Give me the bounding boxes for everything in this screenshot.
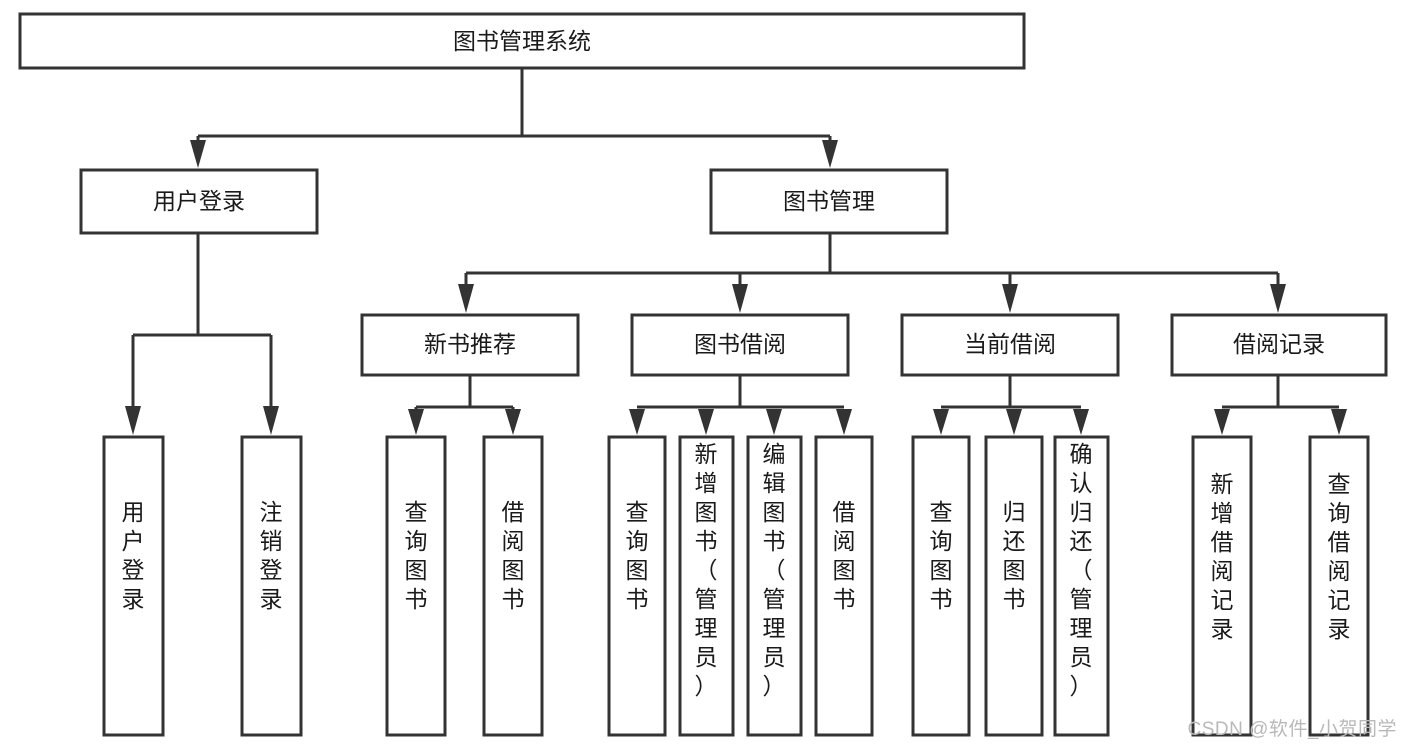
- node-box-root[interactable]: [18, 12, 1026, 70]
- leaf-box-confirm-return-admin[interactable]: [1053, 435, 1110, 737]
- leaf-return-books[interactable]: 归还图书: [984, 435, 1044, 737]
- arrow-head-leaf-add-borrow-record: [1214, 409, 1230, 435]
- leaf-box-borrow-books-1[interactable]: [482, 435, 544, 737]
- arrow-head-leaf-query-books-2: [629, 409, 645, 435]
- arrow-head-leaf-edit-book-admin: [766, 409, 782, 435]
- arrow-head-leaf-borrow-books-2: [836, 409, 852, 435]
- leaf-user-login[interactable]: 用户登录: [102, 435, 165, 737]
- leaf-box-return-books[interactable]: [984, 435, 1044, 737]
- arrow-head-new-book-recommend: [458, 284, 474, 313]
- arrow-head-leaf-return-books: [1006, 409, 1022, 435]
- leaf-box-edit-book-admin[interactable]: [746, 435, 803, 737]
- connector-group-book-management-to-level2: [458, 233, 1286, 313]
- node-box-book-borrow[interactable]: [630, 313, 850, 377]
- leaf-query-books-2[interactable]: 查询图书: [607, 435, 667, 737]
- arrow-head-current-borrow: [1002, 284, 1018, 313]
- connector-group-book-borrow-to-leaves: [629, 375, 852, 435]
- arrow-head-leaf-query-books-1: [408, 409, 424, 435]
- arrow-head-user-login: [190, 140, 206, 168]
- node-label-book-borrow: 图书借阅: [694, 331, 786, 357]
- leaf-query-borrow-record[interactable]: 查询借阅记录: [1308, 435, 1370, 737]
- node-borrow-records[interactable]: 借阅记录: [1170, 313, 1388, 377]
- leaf-add-borrow-record[interactable]: 新增借阅记录: [1191, 435, 1253, 737]
- leaf-box-query-books-1[interactable]: [385, 435, 447, 737]
- leaf-label-user-login: 用户登录: [122, 499, 145, 612]
- leaf-box-add-book-admin[interactable]: [678, 435, 735, 737]
- leaf-label-add-book-admin: 新增图书（管理员）: [695, 441, 718, 699]
- leaf-label-return-books: 归还图书: [1003, 499, 1026, 612]
- leaf-box-user-login[interactable]: [102, 435, 165, 737]
- connector-group-user-login-to-leaves: [125, 233, 279, 435]
- leaf-borrow-books-2[interactable]: 借阅图书: [814, 435, 874, 737]
- node-box-book-management[interactable]: [709, 168, 949, 235]
- leaf-label-query-borrow-record: 查询借阅记录: [1328, 471, 1351, 642]
- node-label-borrow-records: 借阅记录: [1233, 331, 1325, 357]
- node-box-new-book-recommend[interactable]: [360, 313, 580, 377]
- leaf-label-edit-book-admin: 编辑图书（管理员）: [763, 441, 786, 699]
- leaf-label-borrow-books-1: 借阅图书: [502, 499, 525, 612]
- arrow-head-leaf-confirm-return-admin: [1073, 409, 1089, 435]
- arrow-head-book-borrow: [732, 284, 748, 313]
- node-label-current-borrow: 当前借阅: [964, 331, 1056, 357]
- leaf-box-borrow-books-2[interactable]: [814, 435, 874, 737]
- node-current-borrow[interactable]: 当前借阅: [900, 313, 1120, 377]
- leaf-logout-login[interactable]: 注销登录: [240, 435, 303, 737]
- leaf-box-query-books-2[interactable]: [607, 435, 667, 737]
- connector-group-current-borrow-to-leaves: [933, 375, 1089, 435]
- connector-group-root-to-level1: [190, 68, 838, 168]
- leaf-borrow-books-1[interactable]: 借阅图书: [482, 435, 544, 737]
- node-book-management[interactable]: 图书管理: [709, 168, 949, 235]
- connector-group-borrow-records-to-leaves: [1214, 375, 1347, 435]
- leaf-box-logout-login[interactable]: [240, 435, 303, 737]
- leaf-box-add-borrow-record[interactable]: [1191, 435, 1253, 737]
- node-box-user-login[interactable]: [79, 168, 319, 235]
- node-label-root: 图书管理系统: [453, 28, 591, 54]
- node-label-user-login: 用户登录: [153, 188, 245, 214]
- arrow-head-leaf-user-login: [125, 406, 141, 435]
- leaf-box-query-books-3[interactable]: [911, 435, 971, 737]
- arrow-head-leaf-add-book-admin: [698, 409, 714, 435]
- arrow-head-leaf-logout-login: [263, 406, 279, 435]
- leaf-edit-book-admin[interactable]: 编辑图书（管理员）: [746, 435, 803, 737]
- node-book-borrow[interactable]: 图书借阅: [630, 313, 850, 377]
- leaf-label-borrow-books-2: 借阅图书: [833, 499, 856, 612]
- leaf-label-query-books-3: 查询图书: [930, 499, 953, 612]
- node-library-management-system[interactable]: 图书管理系统: [18, 12, 1026, 70]
- connector-group-new-book-recommend-to-leaves: [408, 375, 521, 435]
- leaf-label-logout-login: 注销登录: [260, 499, 283, 612]
- arrow-head-leaf-borrow-books-1: [505, 409, 521, 435]
- arrow-head-leaf-query-books-3: [933, 409, 949, 435]
- node-box-current-borrow[interactable]: [900, 313, 1120, 377]
- leaf-add-book-admin[interactable]: 新增图书（管理员）: [678, 435, 735, 737]
- leaf-label-add-borrow-record: 新增借阅记录: [1211, 471, 1234, 642]
- node-new-book-recommend[interactable]: 新书推荐: [360, 313, 580, 377]
- arrow-head-book-management: [822, 140, 838, 168]
- leaf-label-confirm-return-admin: 确认归还（管理员）: [1070, 441, 1093, 699]
- leaf-query-books-1[interactable]: 查询图书: [385, 435, 447, 737]
- leaf-box-query-borrow-record[interactable]: [1308, 435, 1370, 737]
- node-user-login[interactable]: 用户登录: [79, 168, 319, 235]
- leaf-label-query-books-2: 查询图书: [626, 499, 649, 612]
- arrow-head-leaf-query-borrow-record: [1331, 409, 1347, 435]
- node-label-book-management: 图书管理: [783, 188, 875, 214]
- node-label-new-book-recommend: 新书推荐: [424, 331, 516, 357]
- arrow-head-borrow-records: [1270, 284, 1286, 313]
- leaf-query-books-3[interactable]: 查询图书: [911, 435, 971, 737]
- node-box-borrow-records[interactable]: [1170, 313, 1388, 377]
- leaf-confirm-return-admin[interactable]: 确认归还（管理员）: [1053, 435, 1110, 737]
- leaf-label-query-books-1: 查询图书: [405, 499, 428, 612]
